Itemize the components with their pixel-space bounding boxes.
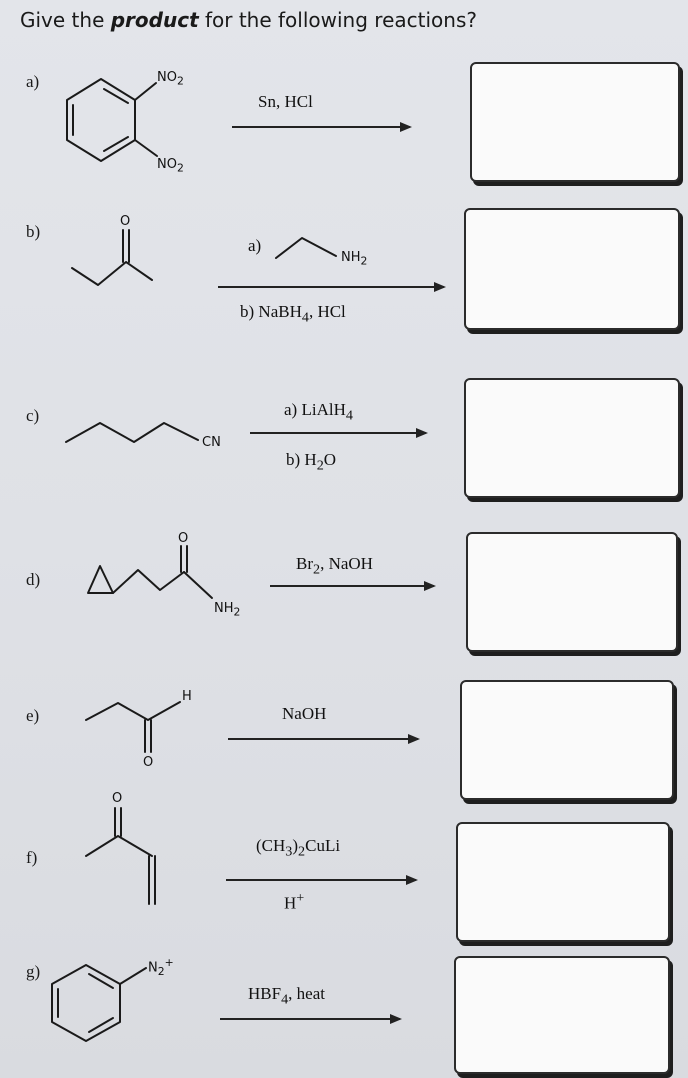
structure-b-reagent-amine xyxy=(275,237,337,259)
page-title: Give the product for the following react… xyxy=(20,8,477,32)
reagent-b-step2: b) NaBH4, HCl xyxy=(240,302,346,326)
atom-b-oxygen: O xyxy=(120,214,131,229)
atom-f-oxygen: O xyxy=(112,791,123,806)
structure-c-nitrile xyxy=(65,422,199,443)
reagent-g: HBF4, heat xyxy=(248,984,325,1008)
atom-a-nitro-1: NO2 xyxy=(157,70,184,88)
answer-box-e[interactable] xyxy=(460,680,674,800)
atom-b-amine: NH2 xyxy=(341,250,368,268)
atom-c-nitrile: CN xyxy=(202,435,221,450)
title-emphasis: product xyxy=(110,8,199,32)
atom-a-nitro-2: NO2 xyxy=(157,157,184,175)
reagent-f-step1: (CH3)2CuLi xyxy=(256,836,341,860)
atom-e-hydrogen: H xyxy=(182,689,192,704)
reaction-arrow-b xyxy=(218,282,446,292)
reagent-f-step2: H+ xyxy=(284,890,305,913)
reaction-arrow-a xyxy=(232,122,412,132)
answer-box-b[interactable] xyxy=(464,208,680,330)
reagent-d: Br2, NaOH xyxy=(296,554,373,578)
atom-e-oxygen: O xyxy=(143,755,154,770)
reaction-label-e: e) xyxy=(26,706,40,725)
structure-b-ketone xyxy=(71,229,153,286)
reaction-label-a: a) xyxy=(26,72,40,91)
reagent-c-step1: a) LiAlH4 xyxy=(284,400,353,424)
atom-d-amine: NH2 xyxy=(214,601,241,619)
reaction-arrow-g xyxy=(220,1014,402,1024)
structure-e-aldehyde xyxy=(85,701,181,753)
reagent-c-step2: b) H2O xyxy=(286,450,337,474)
answer-box-d[interactable] xyxy=(466,532,678,652)
structure-a-benzene-ring xyxy=(66,78,158,162)
structure-f-enone xyxy=(85,807,156,905)
reaction-arrow-f xyxy=(226,875,418,885)
structure-d-amide xyxy=(87,545,213,599)
reaction-label-c: c) xyxy=(26,406,40,425)
answer-box-g[interactable] xyxy=(454,956,670,1074)
reaction-label-d: d) xyxy=(26,570,41,589)
reagent-b-step1: a) xyxy=(248,236,262,255)
answer-box-c[interactable] xyxy=(464,378,680,498)
reaction-arrow-d xyxy=(270,581,436,591)
reaction-arrow-c xyxy=(250,428,428,438)
answer-box-a[interactable] xyxy=(470,62,680,182)
reagent-e: NaOH xyxy=(282,704,327,723)
structure-g-benzene-ring xyxy=(51,964,147,1042)
reaction-arrow-e xyxy=(228,734,420,744)
answer-box-f[interactable] xyxy=(456,822,670,942)
atom-g-diazonium: N2+ xyxy=(148,956,174,978)
atom-d-oxygen: O xyxy=(178,531,189,546)
reagent-a: Sn, HCl xyxy=(258,92,313,111)
reaction-label-b: b) xyxy=(26,222,41,241)
reaction-label-f: f) xyxy=(26,848,38,867)
reaction-label-g: g) xyxy=(26,962,41,981)
